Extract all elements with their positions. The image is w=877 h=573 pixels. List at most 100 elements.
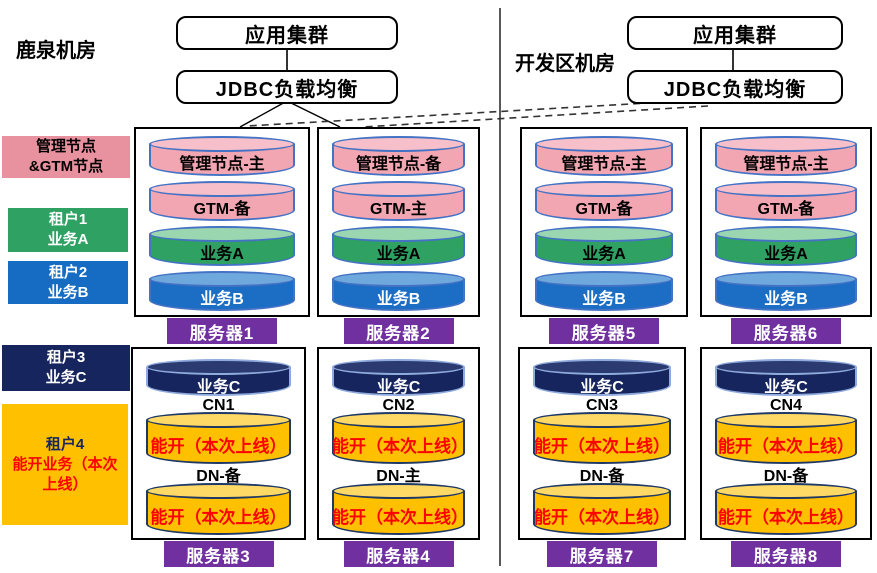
node-role-label: DN-备 (196, 468, 241, 485)
node-role-label: DN-备 (763, 468, 809, 485)
jdbc-load-balancer-box-left: JDBC负载均衡 (176, 70, 398, 104)
server-name-badge: 服务器6 (731, 318, 841, 344)
legend-tenant4: 租户4 能开业务（本次上线） (2, 404, 128, 525)
node-role-label: DN-主 (376, 468, 421, 485)
cylinder-top-ellipse (146, 483, 291, 499)
cylinder-body (715, 420, 857, 464)
db-node-cylinder: GTM-主 (332, 181, 465, 221)
node-label: GTM-主 (370, 201, 427, 218)
node-label: 能开（本次上线） (718, 437, 854, 456)
node-label: 能开（本次上线） (150, 508, 287, 527)
db-node-cylinder: 业务B (332, 271, 465, 311)
node-label: 管理节点-主 (561, 156, 647, 173)
node-label: 能开（本次上线） (332, 508, 468, 527)
app-cluster-box-right: 应用集群 (627, 16, 843, 50)
cylinder-top-ellipse (535, 181, 673, 197)
node-label: 能开（本次上线） (534, 508, 670, 527)
cylinder-top-ellipse (533, 359, 671, 375)
db-node-cylinder: 业务C (146, 359, 291, 396)
legend-line: 租户4 (45, 435, 85, 453)
db-node-cylinder: 能开（本次上线） (332, 412, 468, 464)
db-node-cylinder: 业务C (533, 359, 671, 396)
server-box: 管理节点-主 GTM-备业务A 业务B (520, 127, 688, 317)
db-node-cylinder: 管理节点-备 (332, 136, 465, 176)
legend-line: 租户3 (46, 349, 86, 366)
server-name-badge: 服务器7 (547, 541, 657, 567)
server-group-2: 管理节点-备 GTM-主业务A 业务B 服务器2 (317, 127, 480, 344)
node-label: 业务A (764, 246, 808, 263)
server-name-badge: 服务器5 (549, 318, 659, 344)
server-name-badge: 服务器8 (731, 541, 841, 567)
cylinder-top-ellipse (715, 483, 857, 499)
legend-line: 能开业务（本次上线） (12, 455, 118, 493)
node-label: 业务B (582, 291, 626, 308)
cylinder-top-ellipse (533, 483, 671, 499)
db-node-cylinder: GTM-备 (715, 181, 857, 221)
site-title-devzone: 开发区机房 (515, 53, 615, 75)
legend-line: 租户2 (48, 263, 88, 281)
legend-line: 业务B (47, 283, 89, 301)
legend-line: 管理节点 (35, 138, 96, 155)
db-node-cylinder: 业务A (715, 226, 857, 266)
db-node-cylinder: 业务A (535, 226, 673, 266)
legend-line: 业务C (45, 369, 87, 386)
cylinder-top-ellipse (332, 359, 465, 375)
server-box: 管理节点-主 GTM-备业务A 业务B (700, 127, 872, 317)
node-label: 业务A (582, 246, 626, 263)
db-node-cylinder: 能开（本次上线） (533, 412, 671, 464)
cylinder-top-ellipse (715, 181, 857, 197)
cylinder-top-ellipse (533, 412, 671, 428)
node-label: 业务B (764, 291, 808, 308)
db-node-cylinder: 管理节点-主 (715, 136, 857, 176)
legend-line: &GTM节点 (28, 158, 104, 175)
jdbc-load-balancer-box-right: JDBC负载均衡 (627, 70, 843, 104)
db-node-cylinder: 业务B (535, 271, 673, 311)
db-node-cylinder: GTM-备 (535, 181, 673, 221)
node-label: 业务A (376, 246, 421, 263)
cylinder-top-ellipse (149, 136, 295, 152)
server-name-badge: 服务器2 (343, 318, 454, 344)
db-node-cylinder: 业务A (332, 226, 465, 266)
node-role-label: CN4 (769, 397, 802, 414)
node-label: 业务B (200, 291, 244, 308)
node-label: 管理节点-主 (743, 156, 829, 173)
server-box: 管理节点-备 GTM-主业务A 业务B (317, 127, 480, 317)
node-label: 能开（本次上线） (718, 508, 854, 527)
cylinder-top-ellipse (715, 226, 857, 242)
db-node-cylinder: 管理节点-主 (149, 136, 295, 176)
node-role-label: CN2 (382, 397, 415, 414)
cylinder-top-ellipse (715, 136, 857, 152)
db-node-cylinder: 业务A (149, 226, 295, 266)
server-name-badge: 服务器3 (163, 541, 274, 567)
cylinder-top-ellipse (535, 136, 673, 152)
cylinder-top-ellipse (332, 483, 465, 499)
dashed-link-right-jdbc-server2 (362, 105, 709, 128)
legend-tenant2: 租户2 业务B (8, 261, 128, 304)
cylinder-top-ellipse (332, 226, 465, 242)
node-label: 业务C (196, 379, 241, 396)
node-label: 管理节点-备 (355, 156, 442, 173)
db-node-cylinder: 能开（本次上线） (332, 483, 468, 535)
node-label: 能开（本次上线） (150, 437, 287, 456)
cylinder-top-ellipse (149, 181, 295, 197)
node-label: 业务A (200, 246, 244, 263)
connector-jdbc-server2 (286, 100, 341, 128)
node-role-label: CN1 (202, 397, 235, 414)
server-name-badge: 服务器1 (167, 318, 277, 344)
app-cluster-box-left: 应用集群 (176, 16, 398, 50)
node-label: GTM-备 (757, 201, 815, 218)
node-label: 业务C (376, 379, 421, 396)
legend-line: 租户1 (48, 211, 88, 228)
cylinder-top-ellipse (715, 271, 857, 287)
connector-jdbc-server1 (239, 100, 288, 128)
cylinder-top-ellipse (332, 271, 465, 287)
db-node-cylinder: 业务B (149, 271, 295, 311)
cylinder-top-ellipse (146, 359, 291, 375)
cylinder-top-ellipse (715, 359, 857, 375)
cylinder-top-ellipse (332, 136, 465, 152)
node-role-label: CN3 (585, 397, 618, 414)
